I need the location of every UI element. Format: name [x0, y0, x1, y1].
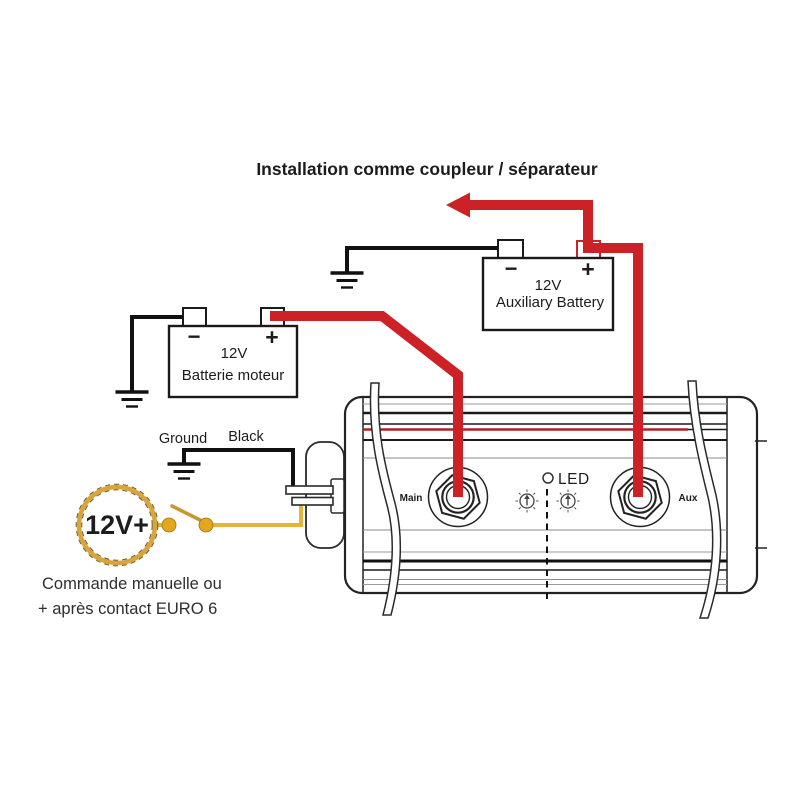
aux-battery-name: Auxiliary Battery: [496, 294, 605, 311]
cable-right: [687, 380, 722, 619]
output-arrow-icon: [446, 192, 470, 218]
motor-battery-body: [167, 324, 299, 399]
ground-label: Ground: [159, 431, 207, 447]
yellow-wire: [212, 500, 303, 527]
device-body: [343, 395, 759, 595]
motor-battery-plus-sign: +: [265, 324, 278, 350]
motor-battery-voltage: 12V: [221, 345, 248, 362]
switch-contact-left: [161, 517, 177, 533]
auxiliary-battery: − + 12V Auxiliary Battery: [481, 239, 615, 332]
power-source-label: 12V+: [85, 510, 149, 540]
red-wires: [270, 200, 643, 497]
manual-control: 12V+ Commande manuelle ou + après contac…: [38, 483, 303, 618]
motor-battery-minus-sign: −: [188, 324, 201, 349]
ground-symbol-motor: [113, 390, 151, 409]
switch-lever: [170, 504, 204, 523]
aux-battery-plus-sign: +: [581, 256, 594, 282]
motor-battery-name: Batterie moteur: [182, 367, 285, 384]
ground-wires: [130, 246, 505, 490]
motor-battery-ground-wire: [130, 315, 196, 391]
connector-tab: [330, 478, 345, 514]
aux-terminal-label: Aux: [679, 493, 698, 504]
ground-symbol-device: [165, 462, 203, 481]
led-indicator: [542, 472, 554, 484]
spade-prong-bottom: [291, 496, 334, 506]
device-ground-wire: [182, 448, 295, 490]
power-source-circle: [76, 484, 158, 566]
black-wire-label: Black: [228, 429, 264, 445]
power-source-circle-outer-dash: [75, 483, 159, 567]
body-grooves: [363, 403, 727, 585]
aux-battery-minus-sign: −: [505, 256, 518, 281]
aux-battery-voltage: 12V: [535, 277, 562, 294]
spade-prong-top: [285, 485, 334, 495]
switch-contact-right: [198, 517, 214, 533]
ground-symbol-aux: [328, 271, 366, 290]
caption-line-1: Commande manuelle ou: [42, 575, 222, 593]
caption-line-2: + après contact EURO 6: [38, 600, 217, 618]
aux-battery-ground-wire: [345, 246, 505, 272]
led-label: LED: [558, 471, 590, 488]
red-wire-aux-battery-to-aux-terminal: [466, 200, 643, 497]
coupler-device: Main Aux LED: [285, 380, 767, 619]
red-wire-main-battery-to-main-terminal: [270, 311, 463, 497]
cable-left: [369, 382, 401, 616]
motor-battery: − + 12V Batterie moteur: [167, 307, 299, 399]
power-source-circle-inner-dash: [81, 489, 153, 561]
diagram-title: Installation comme coupleur / séparateur: [256, 159, 598, 179]
main-terminal-label: Main: [400, 493, 423, 504]
aux-battery-body: [481, 256, 615, 332]
